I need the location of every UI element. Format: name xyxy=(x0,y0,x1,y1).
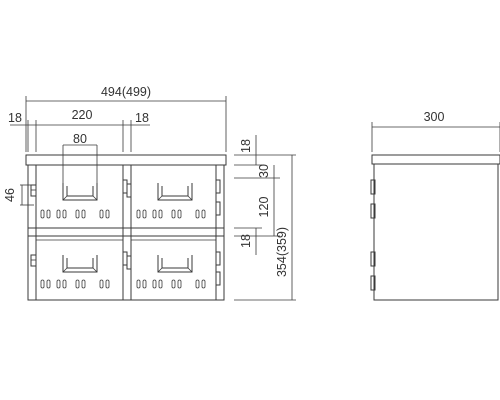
hinge-icon xyxy=(370,251,376,291)
side-view xyxy=(370,154,500,301)
side-dimensions: 300 xyxy=(371,110,500,152)
hinge-icon xyxy=(30,254,37,267)
top-board xyxy=(25,154,227,166)
hinge-icon xyxy=(122,179,132,198)
dim-left-margin: 18 xyxy=(8,111,22,125)
front-view xyxy=(25,154,227,301)
handle-icon xyxy=(62,183,98,201)
dim-compartment-height: 120 xyxy=(257,197,271,218)
side-body xyxy=(373,163,499,301)
hinge-icon xyxy=(215,179,221,216)
dim-center-gap: 18 xyxy=(135,111,149,125)
dim-depth: 300 xyxy=(424,110,445,124)
dim-overall-height: 354(359) xyxy=(275,227,289,277)
hinge-icon xyxy=(370,179,376,219)
dim-hinge-height: 46 xyxy=(3,188,17,202)
dim-top-gap: 30 xyxy=(257,164,271,178)
vent-hole-icon xyxy=(40,279,110,289)
dim-compartment-width: 220 xyxy=(72,108,93,122)
dim-overall-width: 494(499) xyxy=(101,85,151,99)
cabinet-body xyxy=(27,164,225,301)
side-top-board xyxy=(371,154,500,165)
handle-icon xyxy=(62,255,98,273)
dim-handle-width: 80 xyxy=(73,132,87,146)
handle-icon xyxy=(157,183,193,201)
handle-icon xyxy=(157,255,193,273)
hinge-icon xyxy=(215,251,221,286)
dim-mid-panel: 18 xyxy=(239,234,253,248)
vent-hole-icon xyxy=(40,209,110,219)
vent-hole-icon xyxy=(136,279,206,289)
front-dimensions: 494(499) 18 220 18 80 46 18 xyxy=(3,85,296,301)
vent-hole-icon xyxy=(136,209,206,219)
dim-top-panel: 18 xyxy=(239,139,253,153)
hinge-icon xyxy=(122,251,132,270)
